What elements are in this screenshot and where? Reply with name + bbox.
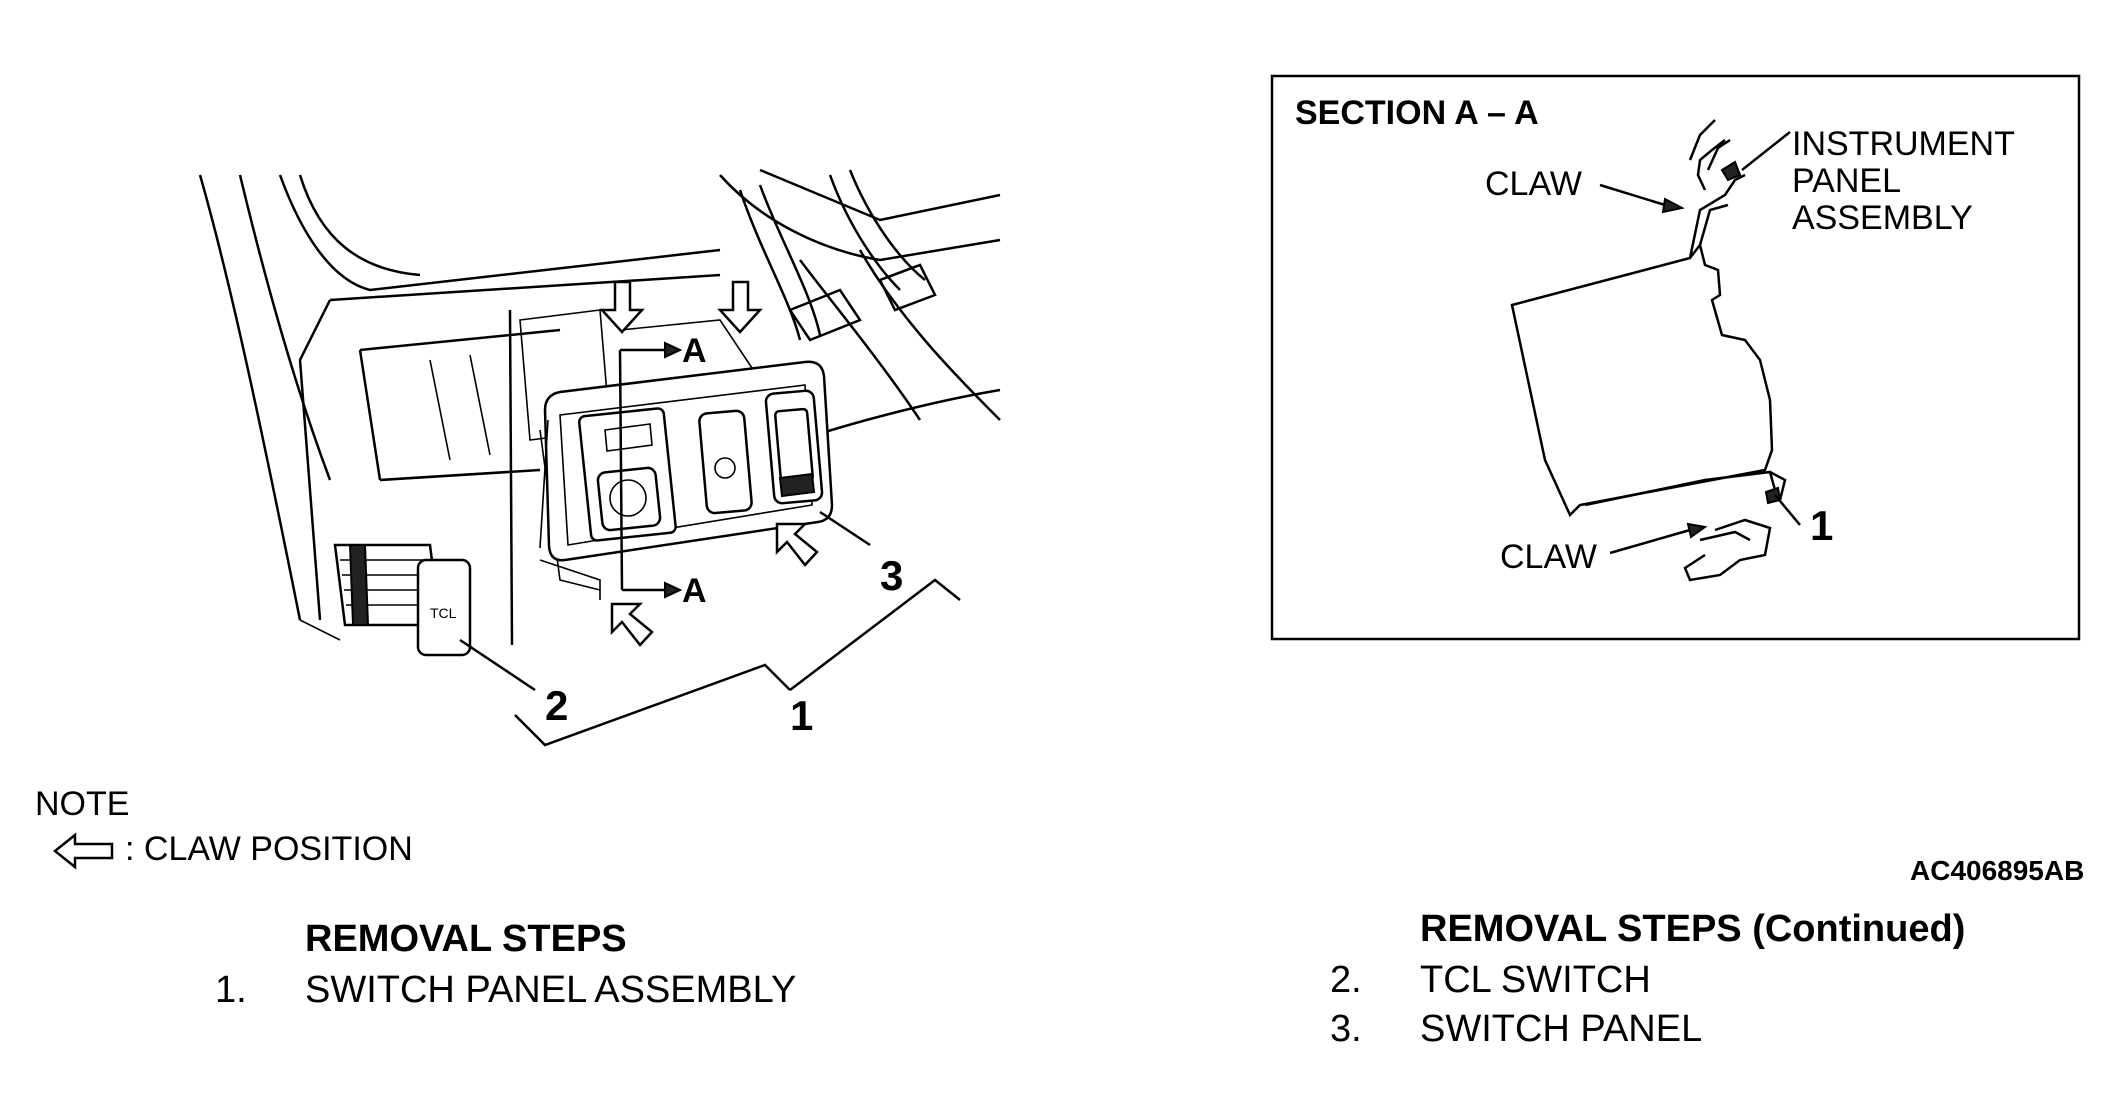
callout-2: 2 [545,682,568,729]
section-marker-a-top: A [682,332,707,370]
claw-arrows [599,280,819,647]
removal-steps: REMOVAL STEPS 1. SWITCH PANEL ASSEMBLY [215,918,915,1012]
instrument-panel-label-1: INSTRUMENT [1792,125,2015,163]
section-view-leaders [1599,131,1801,555]
tcl-button-label: TCL [430,605,457,621]
claw-label-top: CLAW [1485,165,1582,203]
dashboard-outline [198,168,1001,641]
step-number: 2. [1330,959,1362,1001]
step-number: 1. [215,969,247,1011]
section-view-drawing [1510,119,1787,582]
section-line-a-a: A A [618,332,707,610]
section-view-callout-1: 1 [1810,502,1833,549]
note-heading: NOTE [35,785,130,823]
step-label: SWITCH PANEL ASSEMBLY [305,969,797,1011]
instrument-panel-label-3: ASSEMBLY [1792,199,1973,237]
leader-lines [459,309,961,747]
section-view-title: SECTION A – A [1295,94,1539,132]
step-number: 3. [1330,1008,1362,1050]
removal-step-row: 1. SWITCH PANEL ASSEMBLY [215,969,915,1012]
step-label: TCL SWITCH [1420,959,1651,1001]
removal-step-row: 3. SWITCH PANEL [1330,1008,2090,1051]
section-view-frame [1270,74,2081,641]
removal-steps-continued-title: REMOVAL STEPS (Continued) [1420,908,1966,950]
callout-1: 1 [790,692,813,739]
tcl-switch: TCL [333,543,472,657]
removal-step-row: 2. TCL SWITCH [1330,959,2090,1002]
hollow-arrow-left-icon [52,832,114,870]
section-marker-a-bottom: A [682,572,707,610]
step-label: SWITCH PANEL [1420,1008,1703,1050]
figure-code: AC406895AB [1910,855,2085,886]
wire-harness [738,169,937,342]
instrument-panel-label-2: PANEL [1792,162,1901,200]
note-legend-text: : CLAW POSITION [125,830,413,868]
callout-3: 3 [880,552,903,599]
removal-steps-title: REMOVAL STEPS [305,918,627,960]
switch-panel-assembly [539,360,834,562]
removal-steps-continued: REMOVAL STEPS (Continued) 2. TCL SWITCH … [1330,908,2090,1051]
claw-label-bottom: CLAW [1500,538,1597,576]
